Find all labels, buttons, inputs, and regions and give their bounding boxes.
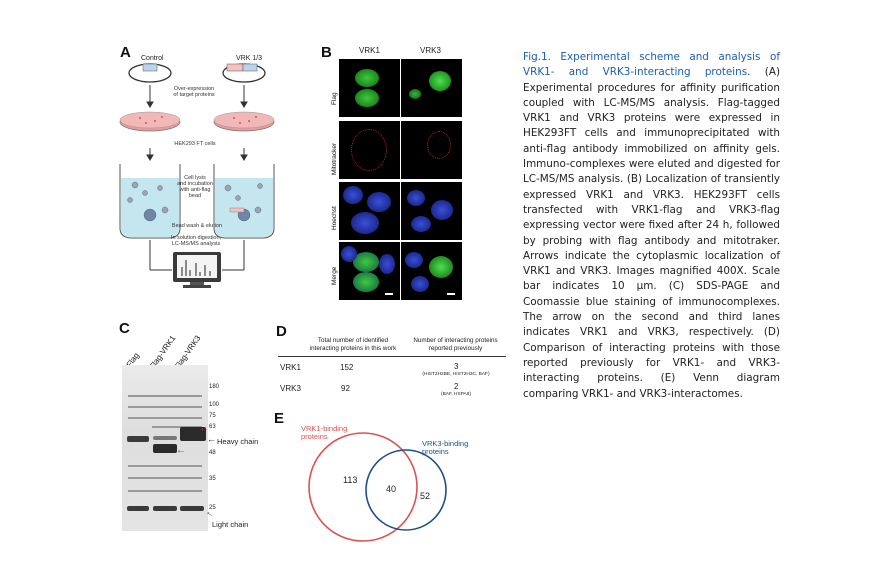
col-vrk1: VRK1 (359, 46, 380, 55)
micrograph-vrk1-mito (339, 121, 400, 179)
flag-box-left (142, 63, 158, 72)
row-label-mitotracker: Mitotracker (331, 142, 338, 175)
vrk1-arrow: ← (176, 445, 186, 456)
table-row-vrk3-sub: (BAF, HSPA8) (440, 392, 472, 397)
heavy-chain-label: Heavy chain (217, 437, 259, 446)
overexpression-text: Over-expression of target proteins (173, 86, 215, 98)
mw-35: 35 (209, 476, 216, 482)
flag-box-right (242, 63, 258, 72)
wash-text: Bead wash & elution (171, 223, 223, 229)
venn-count-vrk3: 52 (420, 491, 431, 501)
venn-circle-vrk1 (308, 432, 418, 542)
mw-63: 63 (209, 424, 216, 430)
sds-page-gel (122, 365, 208, 531)
col-vrk3: VRK3 (420, 46, 441, 55)
mw-180: 180 (209, 384, 220, 390)
band-light-lane3 (180, 506, 204, 511)
cells-text: HEK293 FT cells (174, 141, 216, 147)
panel-a-letter: A (120, 44, 131, 61)
venn-diagram (308, 432, 447, 542)
vrk-label: VRK 1/3 (236, 55, 263, 62)
table-row-vrk1-total: 152 (340, 363, 354, 372)
table-row-vrk1-name: VRK1 (280, 363, 301, 372)
lysis-text: Cell lysis and incubation with anti-flag… (177, 175, 213, 199)
panel-c-letter: C (119, 320, 130, 337)
row-label-flag: Flag (331, 92, 338, 105)
panel-d-letter: D (276, 323, 287, 340)
mw-100: 100 (209, 402, 220, 408)
table-row-vrk3-prev: 2 (454, 382, 459, 391)
panel-a-diagram (119, 63, 275, 288)
table-row-vrk3-name: VRK3 (280, 384, 301, 393)
table-divider (278, 356, 506, 358)
band-heavy-lane1 (127, 436, 149, 442)
beaker-left (119, 164, 181, 239)
caption-body: (A) Experimental procedures for affinity… (523, 66, 780, 400)
control-label: Control (141, 55, 164, 62)
band-heavy-lane2 (153, 444, 177, 453)
venn-label-vrk3: VRK3-binding proteins (422, 439, 469, 456)
row-label-merge: Merge (331, 266, 338, 285)
micrograph-vrk3-hoechst (401, 182, 462, 240)
caption-title: Fig.1. Experimental scheme and analysis … (523, 51, 780, 79)
heavy-chain-arrow: ← (207, 434, 216, 444)
venn-count-overlap: 40 (386, 484, 397, 494)
row-label-hoechst: Hoechst (331, 206, 338, 230)
table-row-vrk1-prev: 3 (454, 362, 459, 371)
figure-caption: Fig.1. Experimental scheme and analysis … (523, 50, 780, 402)
micrograph-vrk3-flag (401, 59, 462, 117)
micrograph-vrk3-mito (401, 121, 462, 179)
mw-48: 48 (209, 450, 216, 456)
micrograph-vrk1-merge (339, 242, 400, 300)
table-header-previous: Number of interacting proteins reported … (413, 337, 498, 352)
vrk3-arrow: ← (199, 423, 209, 434)
table-row-vrk1-sub: (HIST2H2BE, HIST2H3C, BAF) (422, 372, 490, 377)
band-light-lane1 (127, 506, 149, 511)
micrograph-vrk3-merge (401, 242, 462, 300)
vrk-box (226, 63, 244, 72)
venn-label-vrk1: VRK1-binding proteins (301, 424, 348, 441)
venn-count-vrk1: 113 (343, 475, 358, 485)
micrograph-vrk1-flag (339, 59, 400, 117)
panel-e-letter: E (274, 410, 285, 427)
band-heavy-lane3 (180, 427, 206, 441)
mw-25: 25 (209, 505, 216, 511)
band-light-lane2 (153, 506, 177, 511)
digestion-text: In solution digestion, LC-MS/MS analysis (170, 235, 222, 247)
panel-b-letter: B (321, 44, 332, 61)
venn-circle-vrk3 (365, 449, 447, 531)
table-row-vrk3-total: 92 (341, 384, 350, 393)
beaker-right (213, 164, 275, 239)
mw-75: 75 (209, 413, 216, 419)
table-header-total: Total number of identified interacting p… (309, 337, 397, 352)
light-chain-label: Light chain (212, 520, 249, 529)
micrograph-vrk1-hoechst (339, 182, 400, 240)
